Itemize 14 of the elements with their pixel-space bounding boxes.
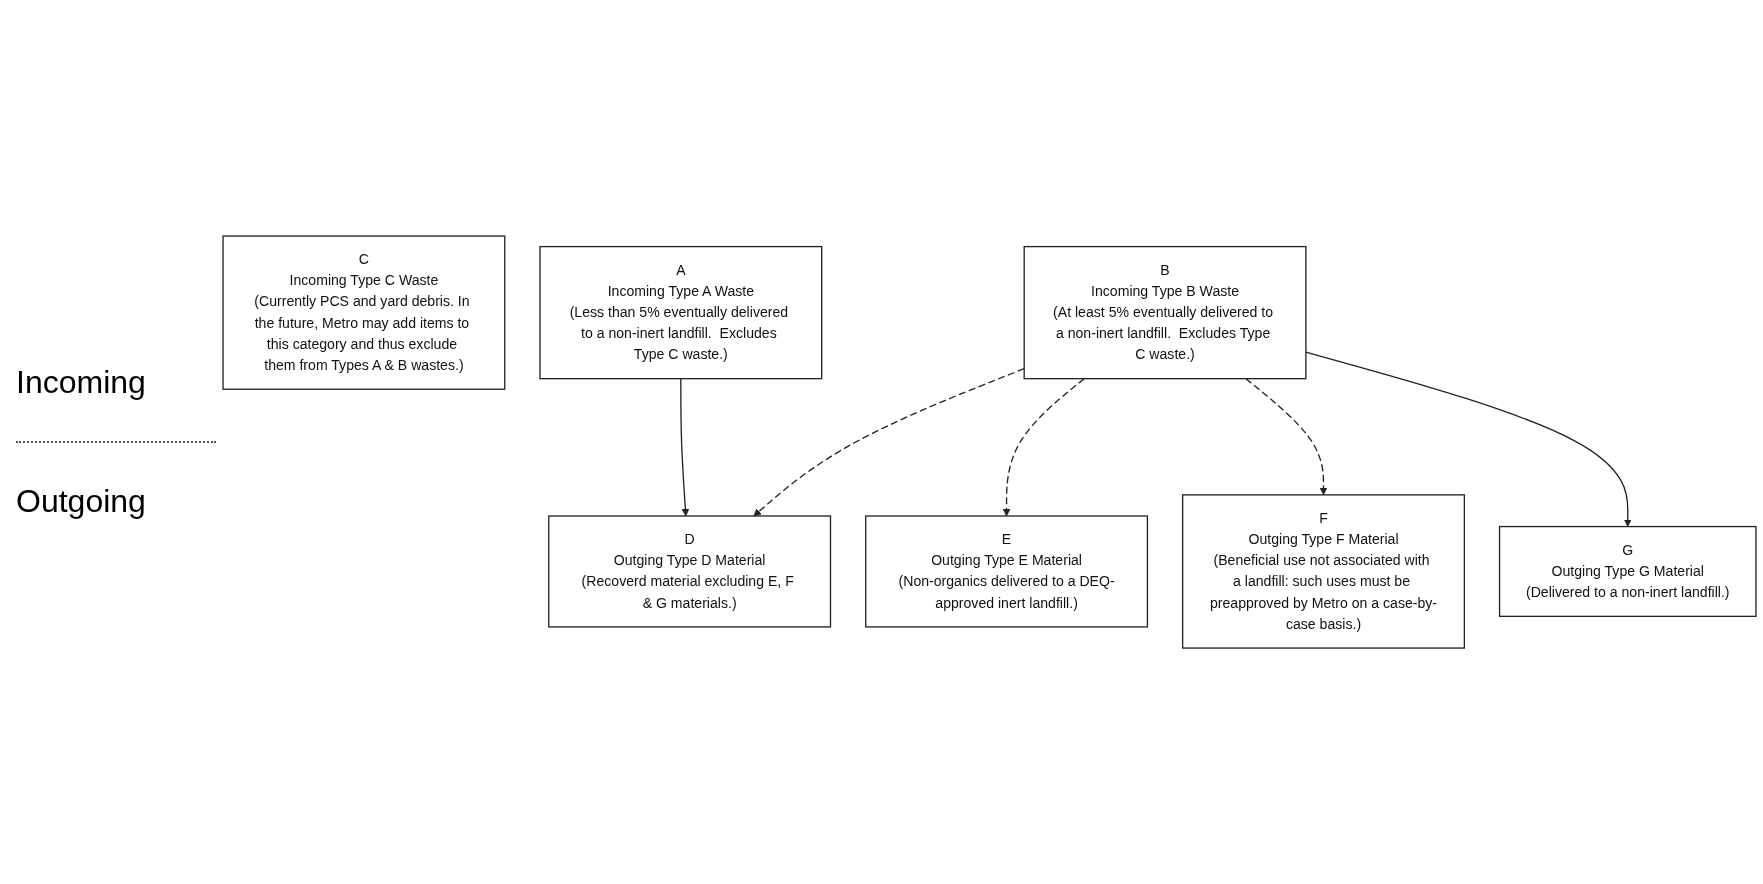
node-box: D Outging Type D Material (Recoverd material excluding E, F & G materials.) [548,515,832,628]
arrow [1245,377,1328,496]
arrow [1305,351,1632,527]
arrow [1002,377,1085,517]
node-box: B Incoming Type B Waste (At least 5% eventually delivered to a non-inert landfill. Excludes Type C waste.) [1023,245,1307,380]
node-box: C Incoming Type C Waste (Currently PCS and yard debris. In the future, Metro may add items to this category and thus exclude them from Types A & B wastes.) [222,235,506,390]
arrow [753,367,1025,517]
node-box: A Incoming Type A Waste (Less than 5% eventually delivered to a non-inert landfill. Excludes Type C waste.) [539,245,823,380]
section-label: Outgoing [16,483,147,520]
node-box: F Outging Type F Material (Beneficial use not associated with a landfill: such uses must be preapproved by Metro on a case-by-case basis.) [1182,494,1465,649]
arrow [680,377,690,517]
node-box: G Outging Type G Material (Delivered to a non-inert landfill.) [1498,525,1757,617]
section-label: Incoming [16,364,147,401]
node-box: E Outging Type E Material (Non-organics delivered to a DEQ-approved inert landfill.) [865,515,1149,628]
